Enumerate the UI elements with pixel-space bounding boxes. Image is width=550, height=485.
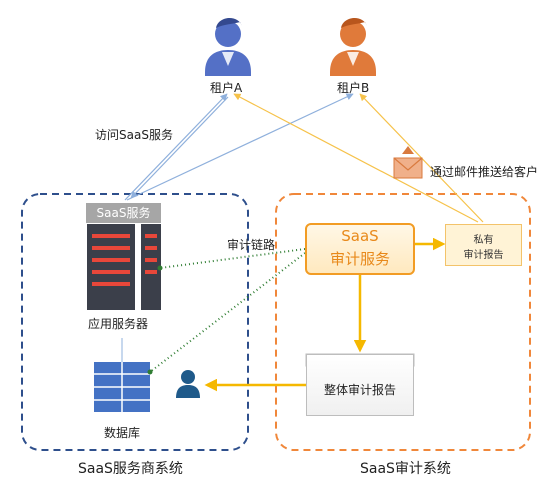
audit-service-title: SaaS xyxy=(341,227,379,245)
database-label: 数据库 xyxy=(104,426,141,440)
audit-link-label: 审计链路 xyxy=(227,238,276,252)
email-push-label: 通过邮件推送给客户 xyxy=(430,165,539,179)
edge-server-to-tenant-a xyxy=(124,93,228,201)
tenant-a-icon[interactable] xyxy=(205,17,251,76)
audit-database-endpoint xyxy=(147,369,153,375)
visit-saas-label: 访问SaaS服务 xyxy=(95,128,173,142)
app-server-label: 应用服务器 xyxy=(88,317,149,331)
overall-report-label: 整体审计报告 xyxy=(323,383,396,397)
audit-service-subtitle: 审计服务 xyxy=(329,250,390,268)
database-icon[interactable] xyxy=(94,362,150,412)
edge-server-to-tenant-b xyxy=(126,93,354,201)
private-report-box[interactable] xyxy=(445,224,522,266)
audit-service-box[interactable] xyxy=(305,223,415,275)
edge-tenant-a-to-server xyxy=(130,96,229,199)
app-server-icon[interactable] xyxy=(87,224,161,310)
overall-report-box[interactable] xyxy=(306,354,414,416)
email-icon xyxy=(393,146,423,179)
tenant-b-icon[interactable] xyxy=(330,17,376,76)
provider-system-caption: SaaS服务商系统 xyxy=(78,461,183,477)
private-report-line1: 私有 xyxy=(473,235,494,246)
edge-audit-to-database xyxy=(149,252,306,373)
audit-server-endpoint xyxy=(157,265,163,271)
private-report-line2: 审计报告 xyxy=(463,250,504,261)
tenant-b-label: 租户B xyxy=(337,81,370,95)
audit-system-border xyxy=(275,193,531,451)
tenant-a-label: 租户A xyxy=(210,81,243,95)
provider-system-border xyxy=(21,193,249,451)
user-icon xyxy=(176,370,200,398)
edge-audit-to-server xyxy=(159,248,306,269)
edge-report-to-tenant-a xyxy=(233,93,479,223)
audit-system-caption: SaaS审计系统 xyxy=(360,461,451,477)
saas-service-tag: SaaS服务 xyxy=(86,203,161,223)
